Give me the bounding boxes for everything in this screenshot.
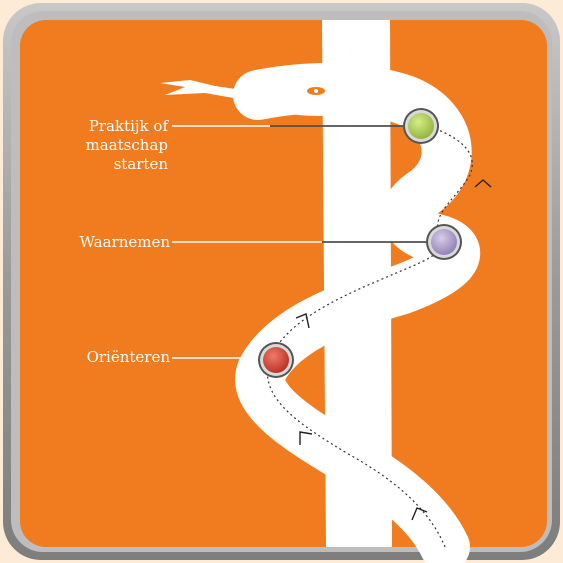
arrow-icon: [299, 431, 313, 445]
label-line: Oriënteren: [86, 348, 170, 366]
arrow-icon: [474, 179, 492, 188]
label-line: Praktijk of: [88, 117, 168, 135]
node-waarnemen: [426, 224, 462, 260]
snake-tongue: [160, 80, 256, 100]
arrow-icon: [411, 507, 428, 521]
label-praktijk: Praktijk of maatschap starten: [86, 117, 168, 174]
label-waarnemen: Waarnemen: [80, 233, 170, 252]
snake-head: [248, 71, 365, 116]
node-praktijk: [403, 108, 439, 144]
label-line: Waarnemen: [79, 233, 170, 251]
dotted-route: [266, 124, 473, 548]
label-line: maatschap: [85, 136, 168, 154]
snake-body: [233, 63, 480, 563]
label-orienteren: Oriënteren: [87, 348, 170, 367]
snake-pupil: [314, 89, 318, 93]
label-line: starten: [113, 155, 168, 173]
node-orienteren: [258, 342, 294, 378]
direction-arrow-icons: [295, 179, 492, 521]
arrow-icon: [295, 313, 310, 329]
orange-background: [20, 20, 547, 547]
